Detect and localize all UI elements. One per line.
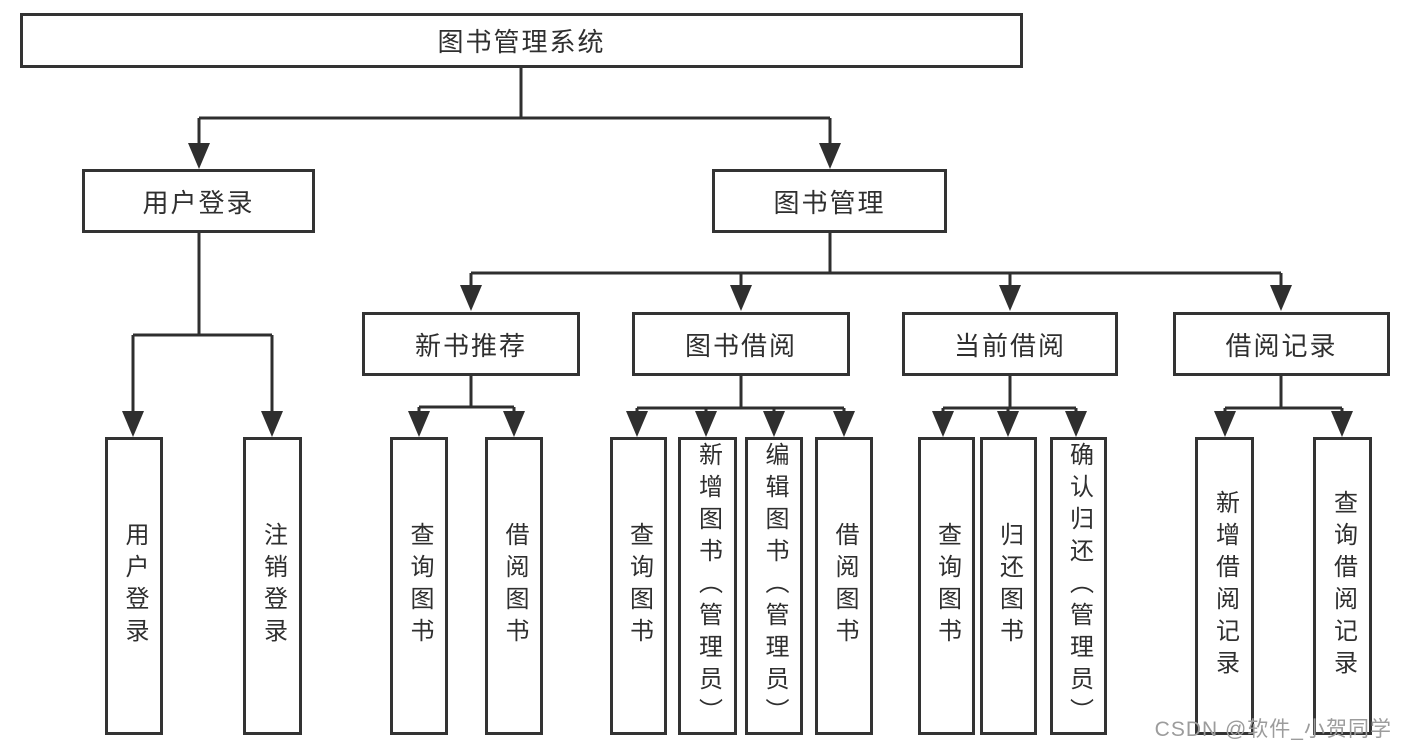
- leaf-user-login: 用户登录: [105, 437, 163, 735]
- node-label: 图书管理系统: [437, 27, 606, 57]
- leaf-label: 编辑图书（管理员）: [761, 442, 788, 730]
- arrowhead: [188, 143, 210, 169]
- leaf-newrec-borrow-book: 借阅图书: [485, 437, 543, 735]
- leaf-records-query-record: 查询借阅记录: [1313, 437, 1372, 735]
- leaf-borrow-add-book-admin: 新增图书（管理员）: [678, 437, 737, 735]
- connector-book-borrow-group: [635, 376, 846, 412]
- leaf-label: 查询图书: [406, 522, 433, 650]
- leaf-label: 用户登录: [121, 522, 148, 650]
- node-book-borrow: 图书借阅: [632, 312, 850, 376]
- leaf-label: 确认归还（管理员）: [1065, 442, 1093, 730]
- node-root-system: 图书管理系统: [20, 13, 1023, 68]
- node-book-management: 图书管理: [712, 169, 947, 233]
- arrowhead: [503, 411, 525, 437]
- node-user-login: 用户登录: [82, 169, 315, 233]
- arrowhead: [932, 411, 954, 437]
- connector-borrow-records-group: [1223, 376, 1344, 412]
- leaf-label: 新增借阅记录: [1211, 490, 1239, 682]
- node-current-borrow: 当前借阅: [902, 312, 1118, 376]
- arrowhead: [819, 143, 841, 169]
- node-label: 图书借阅: [684, 330, 797, 361]
- connector-current-borrow-group: [941, 376, 1078, 412]
- arrowhead: [999, 285, 1021, 311]
- leaf-current-return-book: 归还图书: [980, 437, 1037, 735]
- leaf-borrow-query-book: 查询图书: [610, 437, 667, 735]
- leaf-label: 借阅图书: [831, 522, 858, 650]
- connector-root: [197, 68, 832, 144]
- leaf-label: 注销登录: [259, 522, 287, 650]
- node-borrow-records: 借阅记录: [1173, 312, 1390, 376]
- csdn-watermark: CSDN @软件_小贺同学: [1154, 718, 1392, 741]
- leaf-label: 查询借阅记录: [1329, 490, 1357, 682]
- arrowhead: [1331, 411, 1353, 437]
- leaf-label: 归还图书: [995, 522, 1023, 650]
- arrowhead: [1065, 411, 1087, 437]
- arrowhead: [997, 411, 1019, 437]
- leaf-borrow-edit-book-admin: 编辑图书（管理员）: [745, 437, 803, 735]
- leaf-label: 新增图书（管理员）: [694, 442, 722, 730]
- node-label: 图书管理: [773, 187, 886, 218]
- arrowheads: [122, 143, 1353, 437]
- leaf-newrec-query-book: 查询图书: [390, 437, 448, 735]
- leaf-records-add-record: 新增借阅记录: [1195, 437, 1254, 735]
- node-label: 新书推荐: [414, 330, 527, 361]
- connector-book-management-group: [469, 233, 1283, 286]
- leaf-current-query-book: 查询图书: [918, 437, 975, 735]
- arrowhead: [695, 411, 717, 437]
- leaf-label: 查询图书: [933, 522, 961, 650]
- leaf-label: 查询图书: [625, 522, 653, 650]
- node-label: 当前借阅: [953, 330, 1066, 361]
- leaf-borrow-borrow-book: 借阅图书: [815, 437, 873, 735]
- arrowhead: [261, 411, 283, 437]
- arrowhead: [122, 411, 144, 437]
- connector-user-login-group: [131, 233, 274, 412]
- node-label: 借阅记录: [1225, 330, 1338, 361]
- arrowhead: [730, 285, 752, 311]
- arrowhead: [833, 411, 855, 437]
- arrowhead: [408, 411, 430, 437]
- node-label: 用户登录: [142, 187, 255, 218]
- connector-new-book-group: [417, 376, 516, 412]
- node-new-book-recommend: 新书推荐: [362, 312, 580, 376]
- leaf-label: 借阅图书: [501, 522, 528, 650]
- arrowhead: [1214, 411, 1236, 437]
- arrowhead: [763, 411, 785, 437]
- arrowhead: [626, 411, 648, 437]
- arrowhead: [1270, 285, 1292, 311]
- arrowhead: [460, 285, 482, 311]
- leaf-logout: 注销登录: [243, 437, 302, 735]
- leaf-current-confirm-return-admin: 确认归还（管理员）: [1050, 437, 1107, 735]
